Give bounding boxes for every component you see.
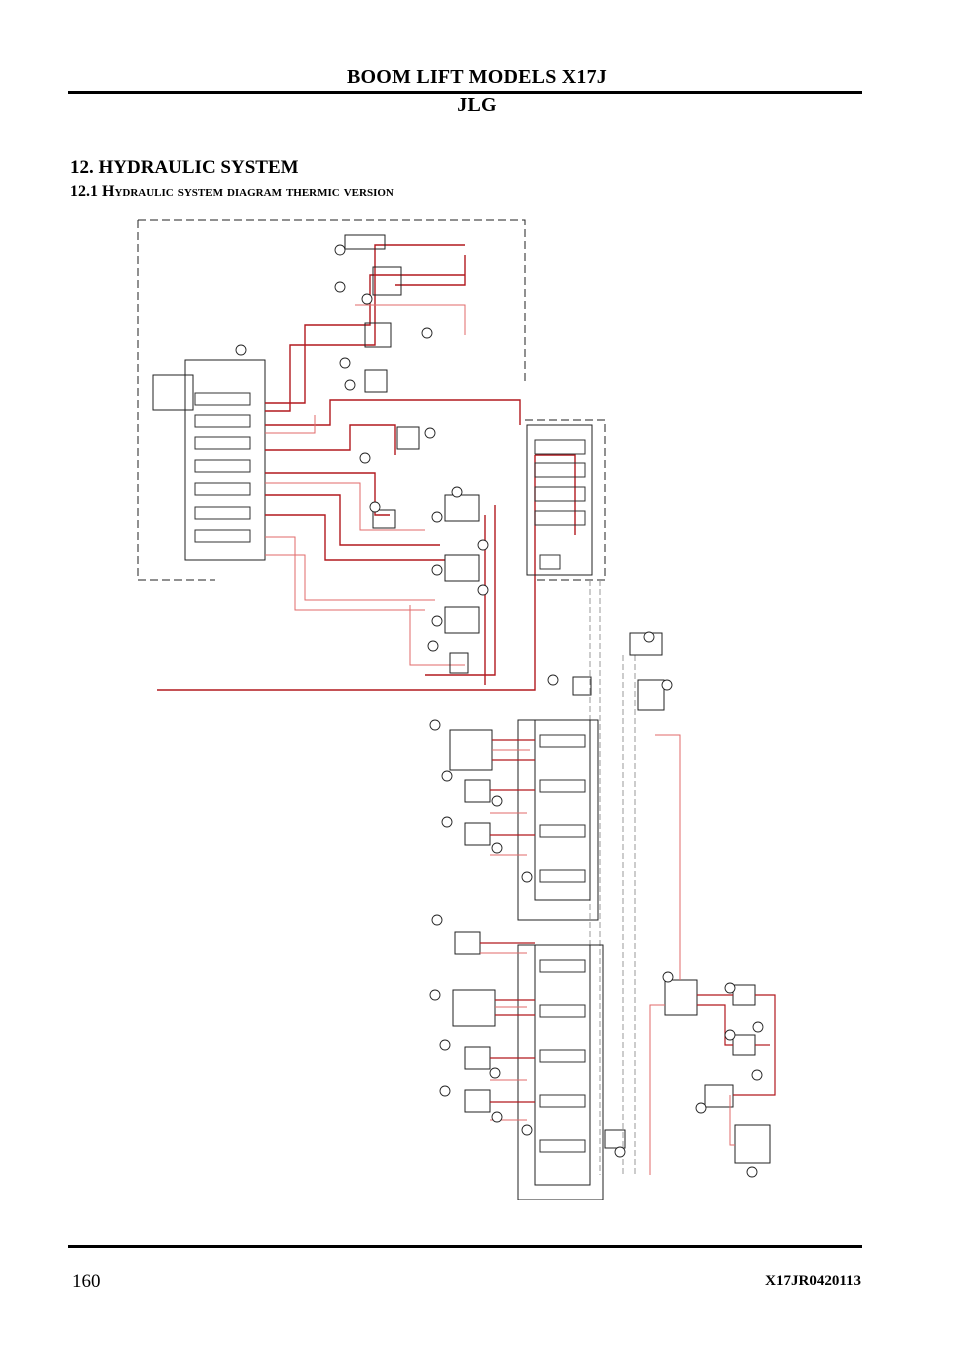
section-heading: 12. HYDRAULIC SYSTEM: [70, 157, 299, 178]
document-code: X17JR0420113: [765, 1273, 861, 1289]
valve-block-1-frame: [517, 719, 599, 921]
hydraulic-diagram: [137, 219, 776, 1200]
doc-brand: JLG: [457, 94, 497, 116]
basket-enclosure: [137, 219, 526, 581]
filter-manifold: [664, 979, 698, 1016]
valve-block-2: [534, 944, 591, 1186]
section-subheading: 12.1 Hydraulic system diagram thermic ve…: [70, 183, 394, 200]
doc-title: BOOM LIFT MODELS X17J: [347, 66, 607, 88]
footer-rule: [68, 1245, 862, 1248]
header-rule: [68, 91, 862, 94]
valve-stack-left: [184, 359, 266, 561]
turret-enclosure: [525, 419, 606, 581]
valve-block-2-frame: [517, 944, 604, 1200]
page-number: 160: [72, 1271, 101, 1292]
main-control-valve: [526, 424, 593, 576]
